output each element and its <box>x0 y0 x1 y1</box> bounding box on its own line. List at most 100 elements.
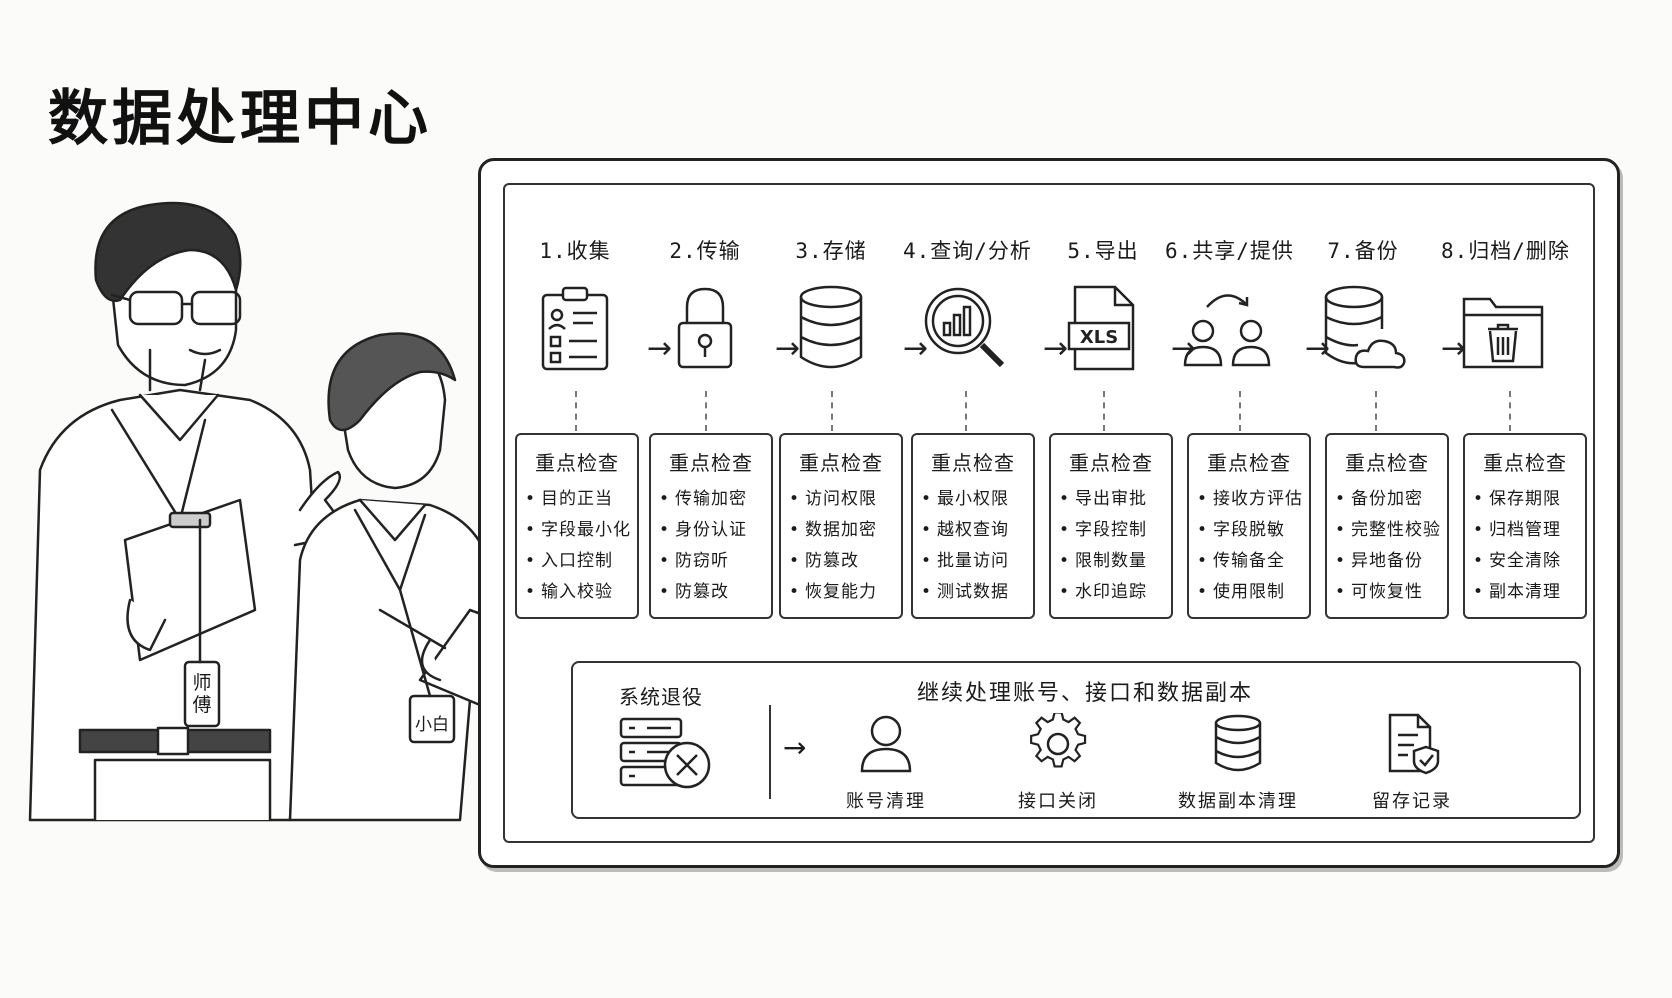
stage-label: 8.归档/删除 <box>1441 239 1570 263</box>
retirement-heading: 继续处理账号、接口和数据副本 <box>917 681 1254 706</box>
connector-line <box>1103 391 1105 431</box>
card-item: 安全清除 <box>1473 546 1585 577</box>
card-item: 防篡改 <box>659 577 771 608</box>
clipboard-checklist-icon <box>541 286 609 371</box>
connector-line <box>1239 391 1241 431</box>
padlock-icon <box>677 287 733 369</box>
card-item: 异地备份 <box>1335 546 1447 577</box>
users-share-icon <box>1183 294 1271 367</box>
card-item: 访问权限 <box>789 484 901 515</box>
card-item: 入口控制 <box>525 546 637 577</box>
card-item: 字段脱敏 <box>1197 515 1309 546</box>
connector-line <box>831 391 833 431</box>
retire-item-data-copies: 数据副本清理 <box>1163 713 1313 813</box>
stage-label: 3.存储 <box>795 239 867 263</box>
database-cloud-icon <box>1324 285 1406 369</box>
student-badge-card <box>408 694 456 744</box>
stage-label: 4.查询/分析 <box>903 239 1032 263</box>
connector-line <box>575 391 577 431</box>
stage-label: 7.备份 <box>1327 239 1399 263</box>
card-item: 输入校验 <box>525 577 637 608</box>
stage-label: 6.共享/提供 <box>1165 239 1294 263</box>
folder-trash-icon <box>1462 297 1544 369</box>
card-item: 可恢复性 <box>1335 577 1447 608</box>
database-icon <box>799 285 863 369</box>
card-item: 水印追踪 <box>1059 577 1171 608</box>
retire-item-accounts: 账号清理 <box>811 713 961 813</box>
xls-file-icon: XLS <box>1067 285 1135 371</box>
flow-arrow: → <box>647 331 673 366</box>
card-item: 防窃听 <box>659 546 771 577</box>
card-item: 限制数量 <box>1059 546 1171 577</box>
lifecycle-board: 1.收集 → 2.传输 → 3.存储 <box>478 158 1620 868</box>
card-item: 身份认证 <box>659 515 771 546</box>
retire-item-label: 数据副本清理 <box>1178 791 1298 812</box>
board-frame: 1.收集 → 2.传输 → 3.存储 <box>503 183 1595 843</box>
stage-transmit: 2.传输 <box>643 235 767 373</box>
card-item: 归档管理 <box>1473 515 1585 546</box>
retirement-label: 系统退役 <box>619 685 703 709</box>
card-title: 重点检查 <box>1207 451 1291 475</box>
card-title: 重点检查 <box>535 451 619 475</box>
check-card-store: 重点检查 访问权限 数据加密 防篡改 恢复能力 <box>779 433 903 619</box>
card-item: 最小权限 <box>921 484 1033 515</box>
flow-arrow: → <box>783 731 807 764</box>
stage-store: 3.存储 <box>769 235 893 373</box>
card-item: 使用限制 <box>1197 577 1309 608</box>
card-title: 重点检查 <box>799 451 883 475</box>
check-card-export: 重点检查 导出审批 字段控制 限制数量 水印追踪 <box>1049 433 1173 619</box>
card-item: 字段最小化 <box>525 515 637 546</box>
stage-backup: 7.备份 <box>1301 235 1425 373</box>
retire-item-label: 接口关闭 <box>1018 791 1098 812</box>
database-icon <box>1214 714 1262 772</box>
card-item: 传输加密 <box>659 484 771 515</box>
connector-line <box>705 391 707 431</box>
stage-collect: 1.收集 <box>513 235 637 373</box>
card-item: 完整性校验 <box>1335 515 1447 546</box>
card-item: 保存期限 <box>1473 484 1585 515</box>
connector-line <box>965 391 967 431</box>
card-item: 目的正当 <box>525 484 637 515</box>
stage-label: 2.传输 <box>669 239 741 263</box>
check-card-collect: 重点检查 目的正当 字段最小化 入口控制 输入校验 <box>515 433 639 619</box>
stage-label: 5.导出 <box>1067 239 1139 263</box>
check-card-backup: 重点检查 备份加密 完整性校验 异地备份 可恢复性 <box>1325 433 1449 619</box>
student-badge: 小白 <box>415 715 449 735</box>
retire-item-interfaces: 接口关闭 <box>983 711 1133 813</box>
card-title: 重点检查 <box>1069 451 1153 475</box>
page-title: 数据处理中心 <box>48 84 432 154</box>
flow-arrow: → <box>775 331 801 366</box>
connector-line <box>1509 391 1511 431</box>
mentor-badge: 师傅 <box>192 672 212 716</box>
mentor-badge-card <box>183 660 221 728</box>
server-remove-icon <box>619 717 711 789</box>
card-item: 恢复能力 <box>789 577 901 608</box>
card-item: 导出审批 <box>1059 484 1171 515</box>
mentor-and-student-illustration <box>28 201 527 822</box>
connector-line <box>1375 391 1377 431</box>
card-item: 批量访问 <box>921 546 1033 577</box>
retirement-divider <box>769 705 771 799</box>
stage-share: 6.共享/提供 <box>1165 235 1294 373</box>
stage-export: 5.导出 XLS <box>1041 235 1165 373</box>
check-card-share: 重点检查 接收方评估 字段脱敏 传输备全 使用限制 <box>1187 433 1311 619</box>
stage-query: 4.查询/分析 <box>903 235 1032 373</box>
card-item: 副本清理 <box>1473 577 1585 608</box>
card-title: 重点检查 <box>669 451 753 475</box>
stage-label: 1.收集 <box>539 239 611 263</box>
system-retirement-panel: 系统退役 → 继续处理账号、接口和数据副本 账号清理 接口关闭 <box>571 661 1581 819</box>
card-title: 重点检查 <box>931 451 1015 475</box>
retire-item-records: 留存记录 <box>1337 713 1487 813</box>
card-title: 重点检查 <box>1483 451 1567 475</box>
retire-item-label: 留存记录 <box>1372 791 1452 812</box>
card-item: 防篡改 <box>789 546 901 577</box>
card-title: 重点检查 <box>1345 451 1429 475</box>
svg-text:XLS: XLS <box>1080 327 1118 348</box>
flow-arrow: → <box>903 331 929 366</box>
check-card-archive: 重点检查 保存期限 归档管理 安全清除 副本清理 <box>1463 433 1587 619</box>
retire-item-label: 账号清理 <box>846 791 926 812</box>
card-item: 越权查询 <box>921 515 1033 546</box>
check-card-transmit: 重点检查 传输加密 身份认证 防窃听 防篡改 <box>649 433 773 619</box>
card-item: 传输备全 <box>1197 546 1309 577</box>
card-item: 备份加密 <box>1335 484 1447 515</box>
